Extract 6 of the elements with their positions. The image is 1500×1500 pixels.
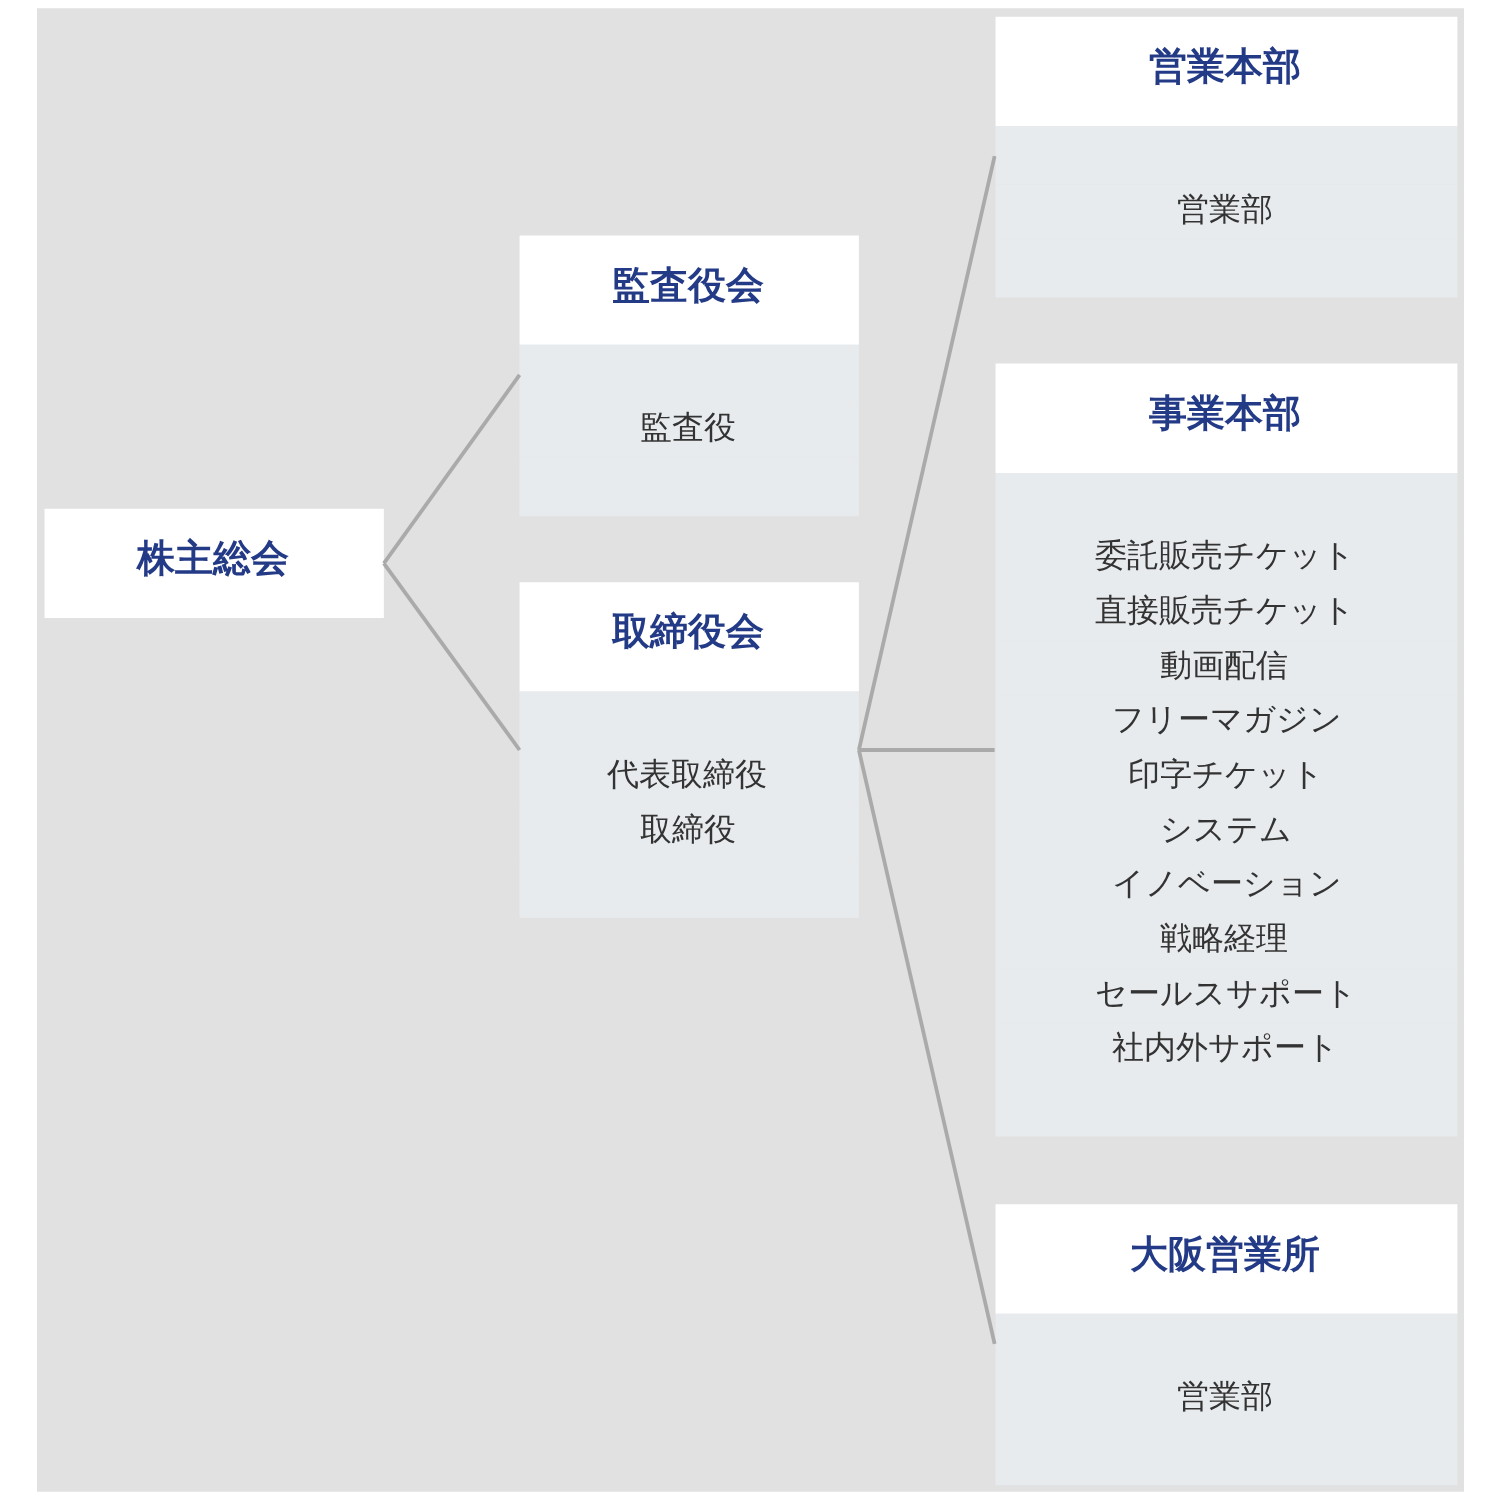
- connector: [381, 373, 521, 565]
- connector: [856, 749, 996, 1345]
- node-box: 株主総会: [44, 508, 384, 619]
- connector: [856, 155, 996, 751]
- connector: [381, 562, 521, 752]
- connector: [858, 748, 995, 752]
